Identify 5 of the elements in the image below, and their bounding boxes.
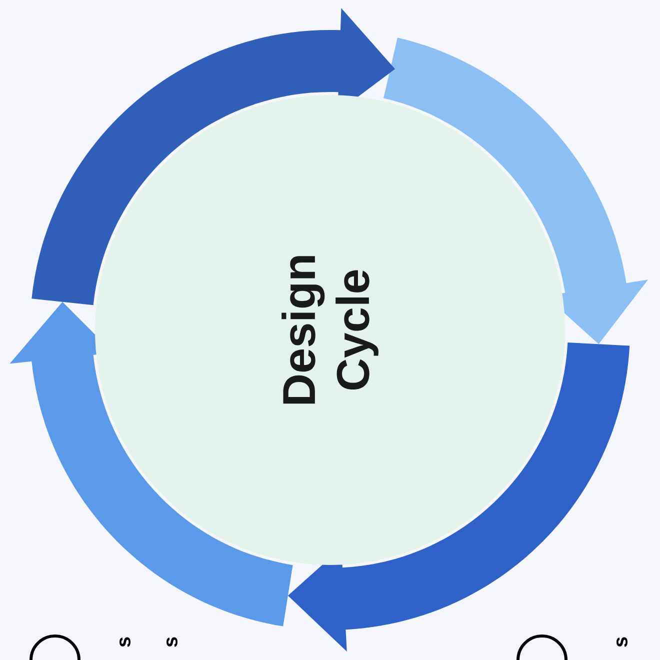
fragment-text: s bbox=[120, 637, 130, 647]
fragment-text: s bbox=[166, 637, 178, 647]
center-circle bbox=[95, 95, 565, 565]
center-label: Design Cycle bbox=[282, 256, 378, 404]
fragment-text: s bbox=[616, 637, 628, 647]
